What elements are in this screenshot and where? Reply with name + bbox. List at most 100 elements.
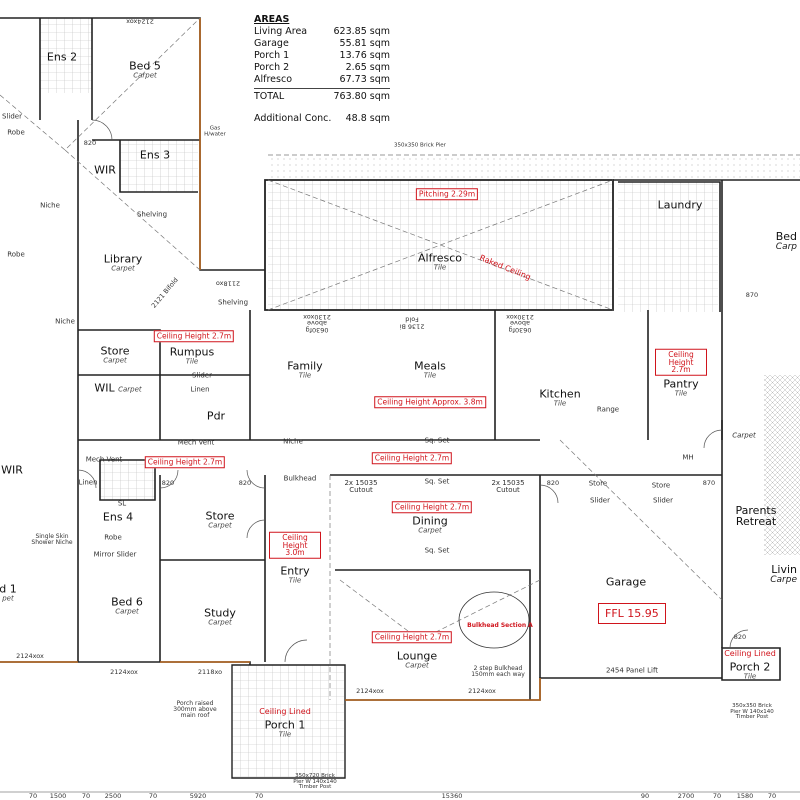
bulkhead-cloud	[458, 591, 530, 649]
garage-store-label: Store	[651, 481, 671, 490]
square-set-label: Sq. Set	[424, 436, 450, 445]
garage-store-label: Store	[588, 479, 608, 488]
room-ens4: Ens 4	[103, 512, 133, 523]
room-laundry: Laundry	[658, 200, 703, 211]
room-wir: WIR	[94, 165, 116, 176]
window-label: 2124xox	[16, 651, 44, 660]
door-size-label: 820	[161, 478, 175, 487]
room-floor: Tile	[278, 730, 292, 739]
brick-pier-note: 350x350 Brick Pier W 140x140 Timber Post	[730, 702, 774, 720]
room-floor: Tile	[433, 263, 447, 272]
window-label: 0630fg above 2130xox	[303, 312, 331, 334]
ceiling-height-note: Ceiling Height 2.7m	[371, 631, 453, 643]
dimension-label: 1500	[49, 791, 67, 800]
dimension-label: 70	[81, 791, 91, 800]
brick-pier-note: 350x350 Brick Pier	[394, 142, 446, 149]
room-name: Ens 4	[102, 510, 134, 524]
room-name: d 1	[0, 582, 17, 596]
ceiling-height-note: Ceiling Height 2.7m	[153, 330, 235, 342]
room-floor: Carpet	[103, 356, 127, 365]
room-name: Ens 3	[139, 148, 171, 162]
dimension-label: 5920	[189, 791, 207, 800]
area-additional-row: Additional Conc.48.8 sqm	[254, 113, 390, 125]
room-name: Dining	[412, 514, 448, 528]
room-name: WIR	[94, 163, 116, 177]
room-name: WIL	[94, 381, 115, 395]
robe-label: Robe	[7, 128, 25, 137]
room-floor: Tile	[288, 576, 302, 585]
dimension-label: 90	[640, 791, 650, 800]
areas-divider	[254, 88, 390, 89]
room-name: Bed	[775, 230, 797, 243]
area-label: Living Area	[254, 26, 308, 37]
room-name: Store	[205, 509, 235, 523]
porch-raised-note: Porch raised 300mm above main roof	[173, 700, 217, 719]
ceiling-height-note: Ceiling Height 2.7m	[391, 501, 473, 513]
dimension-label: 15360	[441, 791, 463, 800]
room-name: Alfresco	[417, 251, 463, 265]
dimension-label: 1580	[736, 791, 754, 800]
slider-label: Slider	[192, 371, 212, 380]
room-floor: Carpe	[770, 575, 797, 585]
area-value: 55.81 sqm	[339, 38, 390, 49]
window-label: 2136 Bi Fold	[399, 316, 425, 331]
area-value: 67.73 sqm	[339, 74, 390, 85]
bulkhead-section-note: Bulkhead Section A	[467, 622, 533, 629]
ceiling-height-note: Ceiling Height 2.7m	[371, 452, 453, 464]
cutout-label: 2x 15035 Cutout	[344, 479, 378, 494]
window-label: 2124xox	[356, 686, 384, 695]
room-floor: Tile	[553, 399, 567, 408]
room-floor: Carpet	[118, 385, 142, 394]
room-name: Meals	[414, 359, 446, 373]
mech-vent-label: Mech Vent	[177, 438, 215, 447]
window-label: 2124xox	[126, 17, 154, 26]
room-name: Bed 5	[129, 59, 161, 73]
area-value: 623.85 sqm	[333, 26, 391, 37]
brick-pier-note: 350x720 Brick Pier W 140x140 Timber Post	[293, 772, 337, 790]
room-floor: Tile	[298, 371, 312, 380]
window-label: 0630fg above 2130xox	[506, 312, 534, 334]
room-name: Porch 2	[729, 660, 771, 674]
ffl-level-label: FFL 15.95	[598, 603, 666, 624]
room-name: Family	[287, 359, 323, 373]
shelving-label: Shelving	[136, 210, 168, 219]
ceiling-height-note: Ceiling Height 2.7m	[144, 456, 226, 468]
room-name: Lounge	[396, 649, 438, 663]
door-size-label: 870	[745, 290, 759, 299]
room-name: Kitchen	[539, 387, 581, 401]
room-floor: Carpet	[133, 71, 157, 80]
room-name: Porch 1	[264, 718, 306, 732]
room-name: Pantry	[663, 377, 699, 391]
slider-label: Slider	[2, 112, 22, 121]
room-name: Ens 2	[46, 50, 78, 64]
range-label: Range	[596, 405, 620, 414]
room-ens3: Ens 3	[140, 150, 170, 161]
room-name: Livin	[771, 563, 797, 576]
area-row: Living Area 623.85 sqm	[254, 26, 390, 38]
room-name: Bed 6	[111, 595, 143, 609]
window-label: 2118xo	[197, 667, 223, 676]
dimension-label: 70	[712, 791, 722, 800]
room-wil: WIL Carpet	[94, 383, 141, 394]
gas-hw-label: Gas H/water	[204, 125, 226, 137]
room-name: Parents Retreat	[735, 504, 777, 528]
roof-concrete	[268, 155, 800, 180]
room-name: Library	[103, 252, 143, 266]
room-floor: Tile	[423, 371, 437, 380]
ceiling-height-note: Ceiling Height 2.7m	[655, 348, 707, 376]
